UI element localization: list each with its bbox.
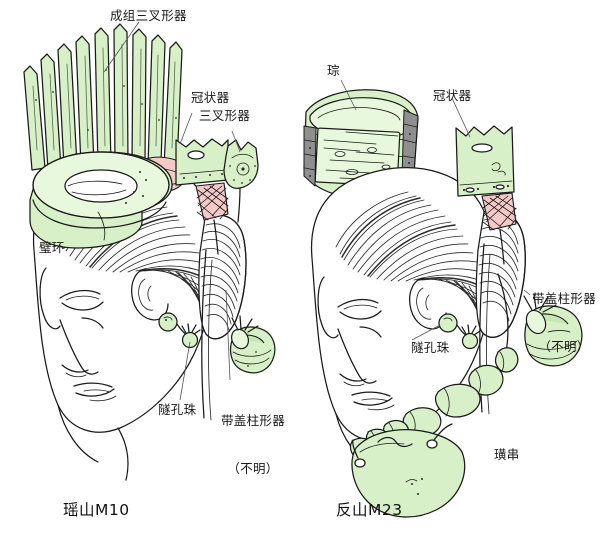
leader-trident-left [231, 130, 241, 153]
right-crown-shaped-jade [455, 125, 515, 197]
leader-crown-left [179, 112, 193, 145]
left-crown-shaped-jade [175, 138, 229, 186]
caption-right-fanshan-m23: 反山M23 [336, 501, 403, 519]
left-trident-shaped-jade [223, 139, 259, 223]
set-of-trident-prongs [23, 23, 183, 171]
leader-lines [103, 21, 531, 401]
caption-left-yaoshan-m10: 瑶山M10 [63, 501, 130, 519]
leader-tunnel-bead-right [411, 324, 441, 341]
left-lidded-cylinder [229, 315, 276, 374]
right-figure-fanshan-m23 [303, 89, 583, 518]
left-hair-bun [198, 214, 247, 421]
leader-cong [340, 79, 357, 111]
left-bi-ring [29, 151, 173, 249]
right-tunnel-hole-beads [438, 313, 481, 350]
right-lidded-cylinder [523, 293, 583, 367]
left-tunnel-hole-beads [158, 312, 201, 349]
right-lattice-binding [481, 192, 517, 265]
leader-lidded-cyl-left [225, 289, 231, 381]
right-huang-string [349, 273, 519, 518]
left-lattice-binding [195, 182, 229, 255]
leader-tunnel-bead-left [179, 341, 191, 401]
left-figure-yaoshan-m10 [23, 23, 276, 481]
leader-crown-right [451, 97, 471, 138]
leader-set-of-trident [103, 21, 140, 73]
right-hair-bun [475, 209, 526, 415]
leader-lidded-cyl-right [523, 289, 531, 296]
